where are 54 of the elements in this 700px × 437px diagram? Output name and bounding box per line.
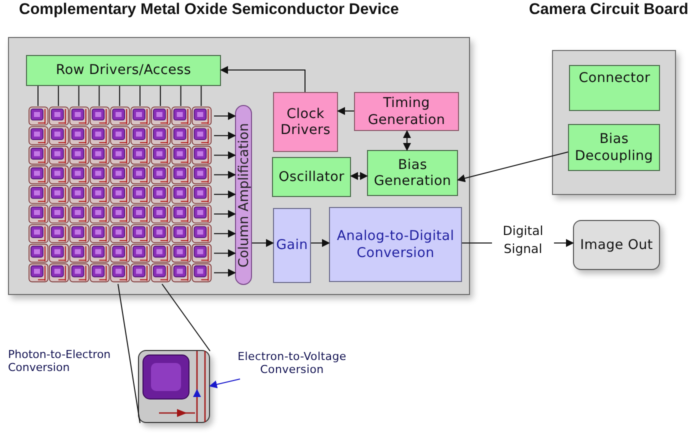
box-label: Gain (276, 237, 308, 254)
arrow (214, 132, 236, 140)
arrow (337, 107, 354, 115)
process-box (273, 208, 311, 283)
connector-line (200, 86, 202, 106)
arrow (350, 172, 368, 180)
box-label: Row Drivers/Access (56, 62, 192, 79)
process-box (367, 150, 458, 196)
process-box (329, 207, 462, 282)
arrow (214, 268, 236, 277)
box-label: Timing Generation (366, 95, 446, 128)
process-box (354, 92, 459, 131)
connector-line (162, 284, 210, 352)
output-box (573, 220, 660, 270)
arrow (403, 130, 411, 151)
arrow (310, 239, 330, 247)
arrow (214, 170, 236, 179)
pixel-array-drawing (28, 106, 214, 284)
box-label: Connector (578, 70, 650, 86)
process-box (568, 124, 660, 171)
connector-line (58, 86, 59, 106)
magnified-pixel-drawing (138, 350, 210, 423)
callout-text: Electron-to-Voltage Conversion (236, 350, 348, 376)
box-label: Analog-to-Digital Conversion (336, 228, 456, 261)
process-box (26, 55, 221, 86)
arrow (214, 249, 236, 258)
panel-title: Complementary Metal Oxide Semiconductor Device (19, 1, 399, 19)
arrow (214, 190, 236, 198)
amplifier-bar (235, 105, 252, 285)
box-label: Bias Generation (372, 156, 452, 190)
connector-line (98, 86, 100, 106)
process-box (272, 157, 351, 197)
connector-line (78, 86, 80, 106)
arrow (214, 112, 236, 120)
arrow (214, 210, 236, 218)
panel-title: Camera Circuit Board (529, 1, 688, 19)
box-label: Clock Drivers (280, 106, 332, 138)
process-box (569, 65, 660, 111)
box-label: Bias Decoupling (574, 131, 654, 164)
arrow (214, 230, 236, 238)
connector-line (118, 284, 140, 424)
box-label: Image Out (580, 236, 653, 254)
arrow (214, 151, 236, 160)
callout-text: Photon-to-Electron Conversion (8, 348, 112, 374)
box-label: Oscillator (278, 168, 344, 186)
connector-line (160, 86, 161, 106)
process-box (273, 92, 338, 152)
leader-line (209, 378, 240, 388)
arrow (457, 152, 568, 182)
box-label: Column Amplification (236, 122, 252, 268)
arrow (220, 66, 306, 92)
connector-line (119, 86, 120, 106)
arrow (252, 239, 274, 247)
connector-line (180, 86, 182, 106)
